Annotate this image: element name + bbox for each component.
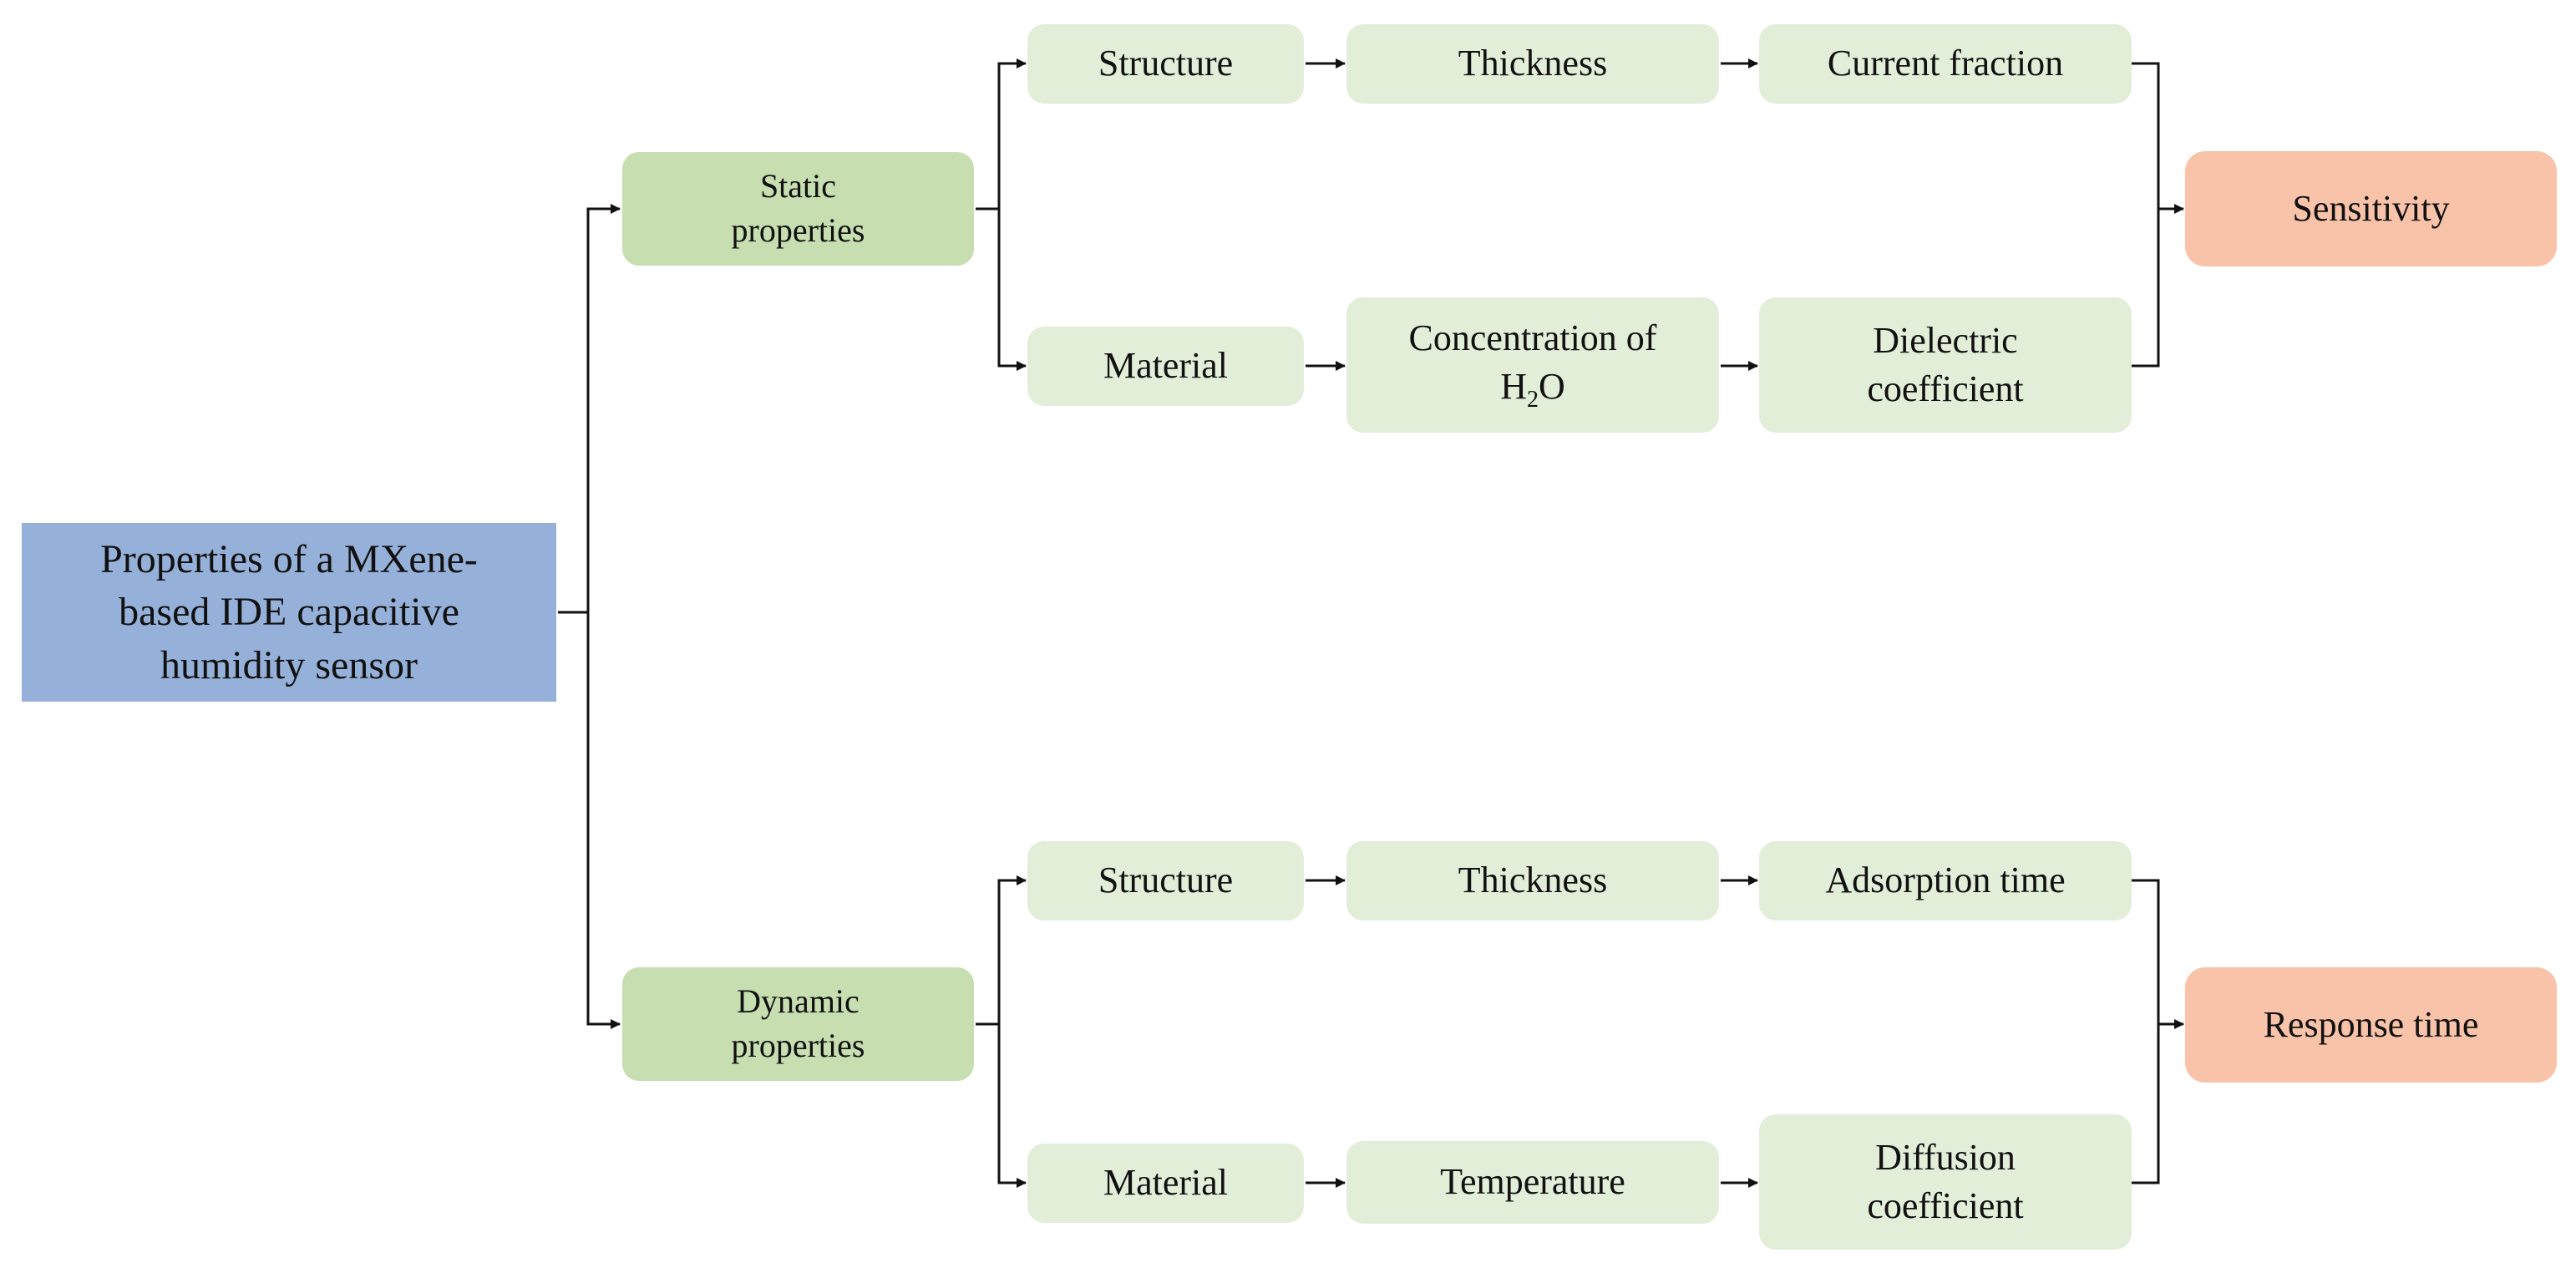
dynamic-properties-node: Dynamic properties — [622, 967, 974, 1081]
h2o-o: O — [1538, 366, 1565, 408]
dynamic-label-line-2: properties — [731, 1027, 865, 1064]
current-fraction-to-sensitivity-line — [2132, 62, 2160, 368]
dynamic-thickness-node: Thickness — [1346, 841, 1719, 921]
root-to-dynamic-arrow — [586, 612, 621, 1029]
dynamic-label-line-1: Dynamic — [737, 982, 860, 1021]
sensitivity-node: Sensitivity — [2185, 151, 2557, 266]
root-line-2: based IDE capacitive — [119, 590, 459, 635]
static-structure-node: Structure — [1027, 24, 1304, 104]
static-properties-node: Static properties — [622, 152, 974, 266]
static-label-line-1: Static — [759, 167, 837, 205]
dynamic-to-material-arrow — [997, 1024, 1027, 1188]
concentration-line-1: Concentration of — [1408, 317, 1657, 359]
concentration-line-2: H2O — [1409, 363, 1657, 416]
diffusion-coefficient-node: Diffusion coefficient — [1759, 1114, 2132, 1250]
root-node: Properties of a MXene- based IDE capacit… — [22, 523, 556, 702]
dynamic-material-node: Material — [1027, 1144, 1304, 1223]
temperature-node: Temperature — [1346, 1141, 1719, 1224]
response-time-node: Response time — [2185, 967, 2557, 1083]
concentration-node: Concentration of H2O — [1346, 297, 1719, 433]
static-material-node: Material — [1027, 327, 1304, 406]
static-to-structure-arrow — [976, 58, 1027, 210]
root-line-3: humidity sensor — [160, 642, 418, 687]
dielectric-line-1: Dielectric — [1873, 319, 2018, 361]
static-thickness-node: Thickness — [1346, 24, 1719, 104]
h2o-h: H — [1500, 366, 1527, 408]
diffusion-line-2: coefficient — [1867, 1185, 2024, 1226]
adsorption-time-node: Adsorption time — [1759, 841, 2132, 921]
adsorption-to-response-line — [2132, 879, 2160, 1184]
dielectric-line-2: coefficient — [1867, 368, 2024, 409]
dynamic-structure-node: Structure — [1027, 841, 1304, 921]
diffusion-line-1: Diffusion — [1875, 1136, 2016, 1178]
dynamic-to-structure-arrow — [976, 875, 1027, 1026]
root-to-static-arrow — [558, 204, 621, 614]
h2o-subscript: 2 — [1526, 386, 1539, 413]
dielectric-coefficient-node: Dielectric coefficient — [1759, 297, 2132, 433]
static-label-line-2: properties — [731, 211, 865, 249]
static-to-material-arrow — [997, 209, 1027, 371]
current-fraction-node: Current fraction — [1759, 24, 2132, 104]
root-line-1: Properties of a MXene- — [100, 536, 478, 581]
